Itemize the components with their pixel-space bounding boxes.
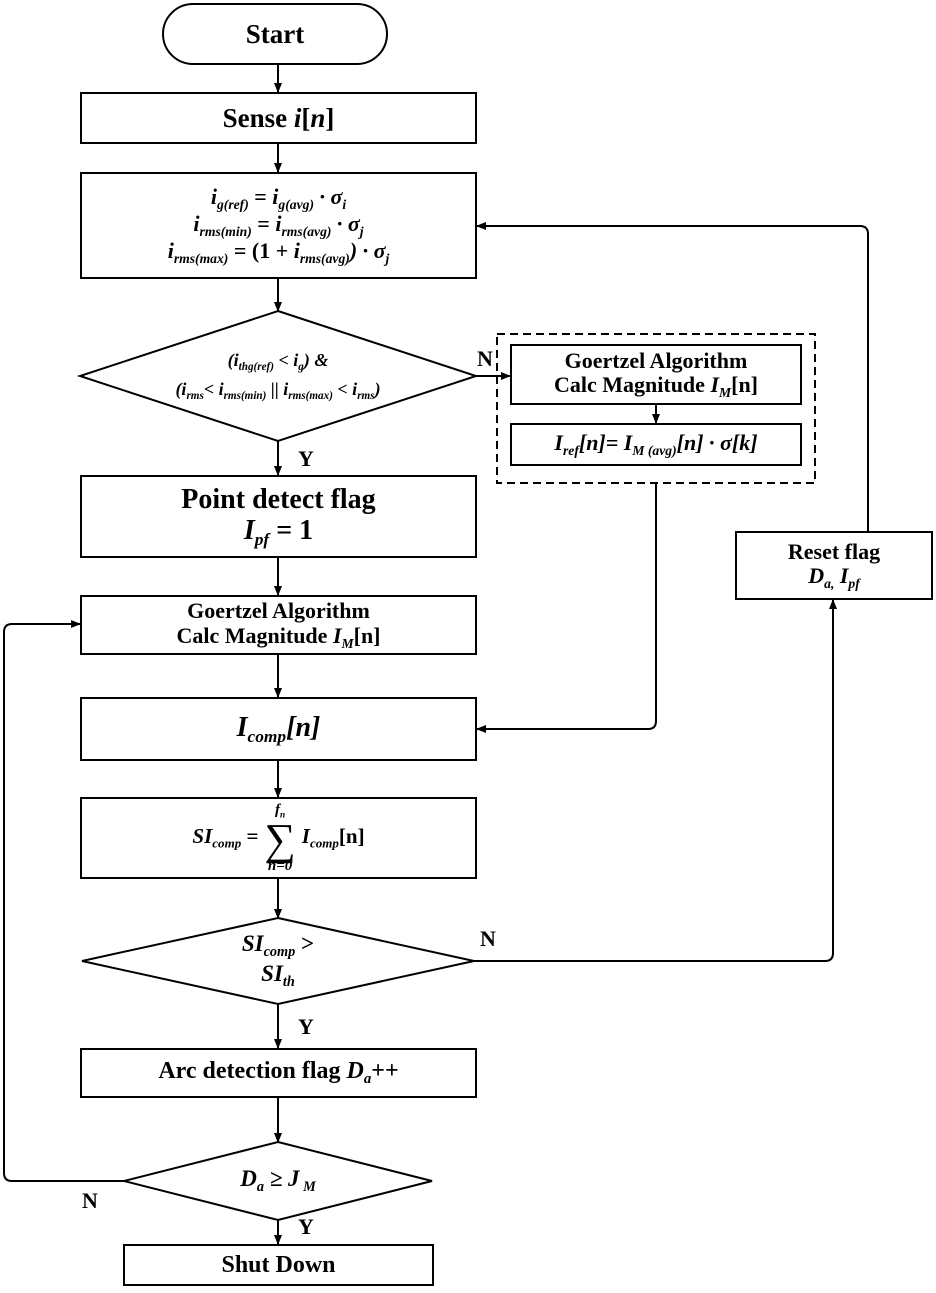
shut-down-label: Shut Down — [221, 1251, 336, 1278]
eq-line-3: irms(max) = (1 + irms(avg)) · σj — [167, 238, 390, 266]
goertzel-ref-title: Goertzel Algorithm — [564, 347, 748, 373]
goertzel-main-title: Goertzel Algorithm — [187, 598, 370, 624]
cond1-no-label: N — [477, 346, 493, 371]
cond3-yes-label: Y — [298, 1214, 314, 1239]
iref-box: Iref[n]= IM (avg)[n] · σ[k] — [510, 423, 802, 466]
reset-flag-title: Reset flag — [787, 538, 881, 564]
arrow-iref-to-icomp — [476, 483, 657, 733]
start-label: Start — [245, 18, 305, 49]
eq-line-1: ig(ref) = ig(avg) · σi — [210, 183, 347, 212]
goertzel-ref-box: Goertzel Algorithm Calc Magnitude IM[n] — [510, 344, 802, 405]
sense-idx: n — [310, 102, 326, 133]
shut-down-box: Shut Down — [123, 1244, 434, 1286]
start-terminator-shape — [162, 3, 388, 65]
point-detect-eq: Ipf = 1 — [243, 514, 314, 549]
sense-var: i — [293, 102, 302, 133]
reset-flag-vars: Da, Ipf — [808, 563, 860, 592]
goertzel-main-box: Goertzel Algorithm Calc Magnitude IM[n] — [80, 595, 477, 655]
cond3-no-label: N — [82, 1188, 98, 1213]
arc-detection-flag-box: Arc detection flag Da++ — [80, 1048, 477, 1098]
sum-box: SIcomp = fn ∑ n=0 Icomp[n] — [80, 797, 477, 879]
eq-line-2: irms(min) = irms(avg) · σj — [193, 210, 364, 239]
start-terminator: Start — [163, 4, 387, 64]
icomp-box: Icomp[n] — [80, 697, 477, 761]
cond1-line-1: (ithg(ref) < ig) & — [227, 349, 329, 373]
condition-diamond-3: Da ≥ J M — [240, 1166, 316, 1195]
condition-diamond-1: (ithg(ref) < ig) & (irms< irms(min) || i… — [100, 336, 456, 416]
goertzel-ref-line2: Calc Magnitude IM[n] — [553, 372, 759, 401]
goertzel-main-line2: Calc Magnitude IM[n] — [176, 622, 381, 651]
cond1-yes-label: Y — [298, 446, 314, 471]
cond2-line-2: SIth — [261, 961, 295, 990]
cond2-yes-label: Y — [298, 1014, 314, 1039]
threshold-equations-box: ig(ref) = ig(avg) · σi irms(min) = irms(… — [80, 172, 477, 279]
point-detect-flag-box: Point detect flag Ipf = 1 — [80, 475, 477, 558]
reset-flag-box: Reset flag Da, Ipf — [735, 531, 933, 600]
point-detect-title: Point detect flag — [181, 483, 376, 515]
cond2-line-1: SIcomp > — [241, 931, 315, 961]
sum-formula: SIcomp = fn ∑ n=0 Icomp[n] — [192, 801, 365, 875]
condition-diamond-2: SIcomp > SIth — [180, 926, 376, 996]
arrow-reset-to-eq — [476, 222, 869, 531]
cond1-line-2: (irms< irms(min) || irms(max) < irms) — [175, 379, 381, 402]
arrow-cond3-no — [3, 620, 124, 1182]
cond2-no-label: N — [480, 926, 496, 951]
sense-box: Sense i[n] — [80, 92, 477, 144]
sense-label: Sense — [222, 102, 294, 133]
summation-symbol: fn ∑ n=0 — [264, 801, 296, 875]
arrow-cond2-no — [474, 599, 837, 962]
